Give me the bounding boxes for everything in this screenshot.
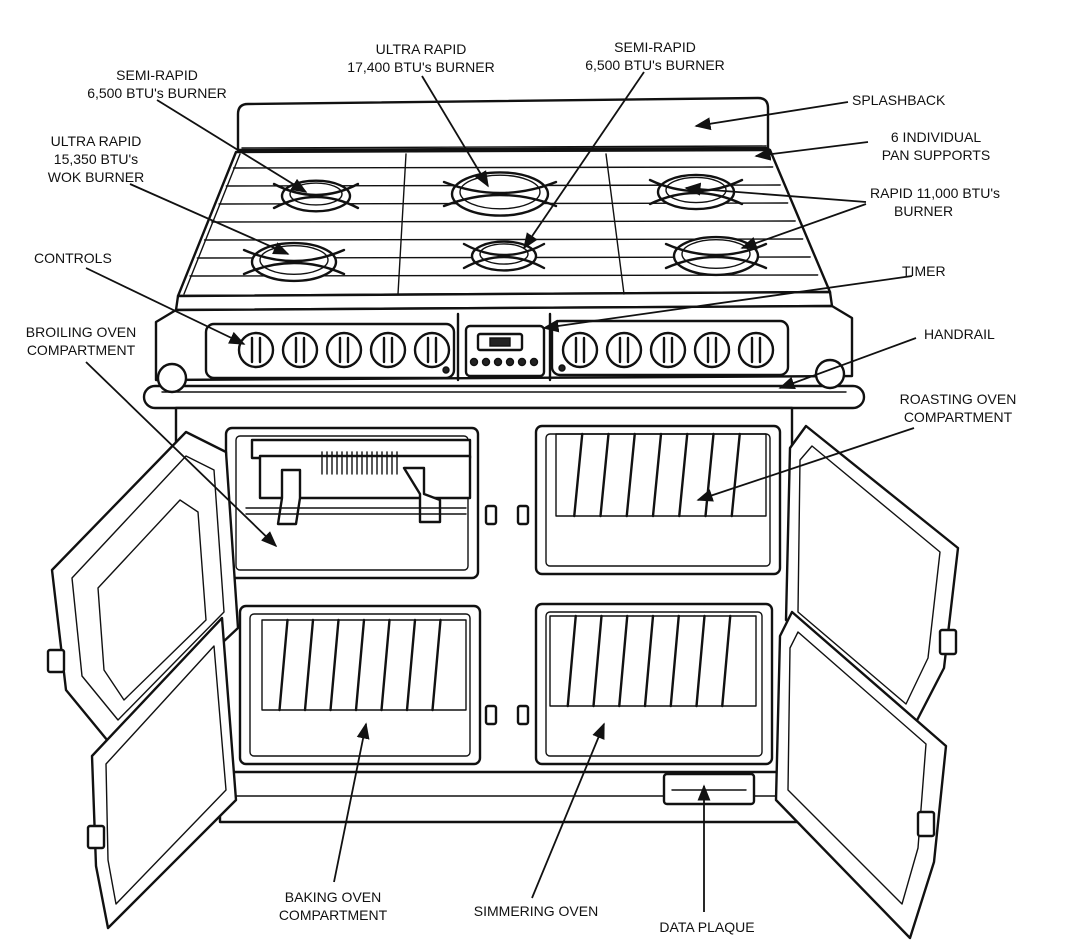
right-doors [774, 424, 960, 940]
oven-shelf-bar [592, 614, 603, 708]
timer-button [505, 357, 515, 367]
oven-shelf-bar [618, 614, 629, 708]
control-knob [237, 331, 275, 369]
oven-shelf-bar [695, 614, 706, 708]
label-data-plaque: DATA PLAQUE [659, 919, 755, 935]
control-knob [413, 331, 451, 369]
control-knob [737, 331, 775, 369]
pan-support-wire [442, 193, 558, 208]
oven-shelf-bar [566, 614, 577, 708]
oven-shelf-bar [643, 614, 655, 708]
indicator-light [442, 366, 450, 374]
oven-shelf-bar [625, 432, 636, 518]
label-simmering-oven: SIMMERING OVEN [473, 903, 599, 919]
control-knob [649, 331, 687, 369]
timer-button [529, 357, 539, 367]
timer-button [517, 357, 527, 367]
pan-support-wire [664, 255, 768, 270]
oven-shelf-bar [704, 432, 715, 518]
oven-shelf-bar [730, 432, 741, 518]
roasting-oven-compartment [534, 424, 782, 576]
oven-shelf-bar [599, 432, 610, 518]
oven-shelf-bar [329, 618, 340, 712]
pan-support-wire [442, 180, 558, 195]
control-knob [281, 331, 319, 369]
leader-lines [85, 71, 917, 912]
burner-cap [479, 243, 529, 265]
control-knob [605, 331, 643, 369]
indicator-light [558, 364, 566, 372]
oven-shelf-bar [380, 618, 391, 712]
left-doors [46, 430, 240, 930]
broiling-oven-compartment [224, 426, 480, 580]
simmering-oven-compartment [534, 602, 774, 766]
oven-shelf-bar [431, 618, 442, 712]
label-timer: TIMER [902, 263, 946, 279]
control-knob [561, 331, 599, 369]
door-catches [484, 504, 530, 726]
burner-cap [459, 174, 541, 210]
oven-shelf-bar [278, 618, 289, 712]
oven-shelf-bar [303, 618, 315, 712]
handrail [142, 358, 866, 410]
timer-button [481, 357, 491, 367]
burners [242, 171, 768, 283]
timer [464, 324, 546, 378]
grate-divider [183, 153, 241, 295]
oven-shelf-bar [669, 614, 680, 708]
oven-shelf-bar [721, 614, 732, 708]
grate-bar [232, 166, 774, 169]
oven-shelf-bar [573, 432, 584, 518]
grate-divider [605, 153, 625, 295]
grate-bar [211, 220, 796, 223]
control-knobs [237, 331, 775, 374]
pan-support-wire [242, 248, 346, 263]
control-knob [325, 331, 363, 369]
pan-support-wire [462, 255, 546, 270]
pan-support-wire [272, 195, 360, 210]
label-controls: CONTROLS [34, 250, 112, 266]
label-splashback: SPLASHBACK [852, 92, 946, 108]
burner-cap [289, 182, 343, 206]
timer-button [493, 357, 503, 367]
label-handrail: HANDRAIL [924, 326, 995, 342]
baking-oven-compartment [238, 604, 482, 766]
burner-cap [681, 239, 751, 269]
oven-shelf-bar [678, 432, 689, 518]
control-knob [369, 331, 407, 369]
control-knob [693, 331, 731, 369]
burner-cap [665, 176, 727, 204]
oven-shelf-bar [405, 618, 417, 712]
burner-cap [259, 245, 329, 275]
timer-button [469, 357, 479, 367]
pan-support-wire [242, 261, 346, 276]
oven-shelf-bar [354, 618, 366, 712]
pan-support-wire [272, 182, 360, 197]
splashback [236, 96, 770, 152]
oven-shelf-bar [651, 432, 663, 518]
grate-divider [397, 153, 407, 295]
